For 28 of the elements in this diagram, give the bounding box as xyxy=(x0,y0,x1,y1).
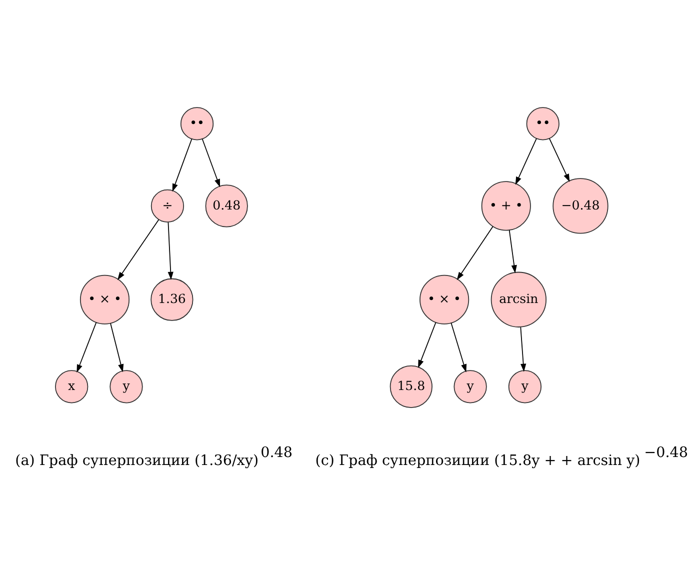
node-circle: • + • xyxy=(481,180,531,230)
node-circle: • × • xyxy=(80,274,130,324)
arrow xyxy=(520,326,526,372)
node-circle: •• xyxy=(526,106,560,140)
node-circle: y xyxy=(110,370,143,403)
node-circle: y xyxy=(454,370,487,403)
arrow xyxy=(117,218,160,280)
arrow xyxy=(168,221,174,280)
node-circle: arcsin xyxy=(490,271,546,327)
node-circle: y xyxy=(508,370,542,403)
arrow xyxy=(515,138,537,184)
arrow xyxy=(450,322,467,372)
node-circle: x xyxy=(55,370,88,403)
arrow xyxy=(76,322,97,372)
node-circle: ÷ xyxy=(150,188,184,222)
node-circle: 15.8 xyxy=(390,364,432,408)
node-circle: 0.48 xyxy=(205,184,248,227)
arrow xyxy=(508,229,517,273)
node-circle: −0.48 xyxy=(552,178,608,234)
arrow xyxy=(110,322,124,372)
node-circle: • × • xyxy=(420,274,470,324)
arrow xyxy=(548,138,570,182)
arrow xyxy=(202,138,220,187)
node-circle: 1.36 xyxy=(150,278,194,320)
node-circle: •• xyxy=(180,106,214,140)
arrow xyxy=(172,138,192,192)
arrow xyxy=(456,226,494,280)
arrow xyxy=(418,322,436,368)
